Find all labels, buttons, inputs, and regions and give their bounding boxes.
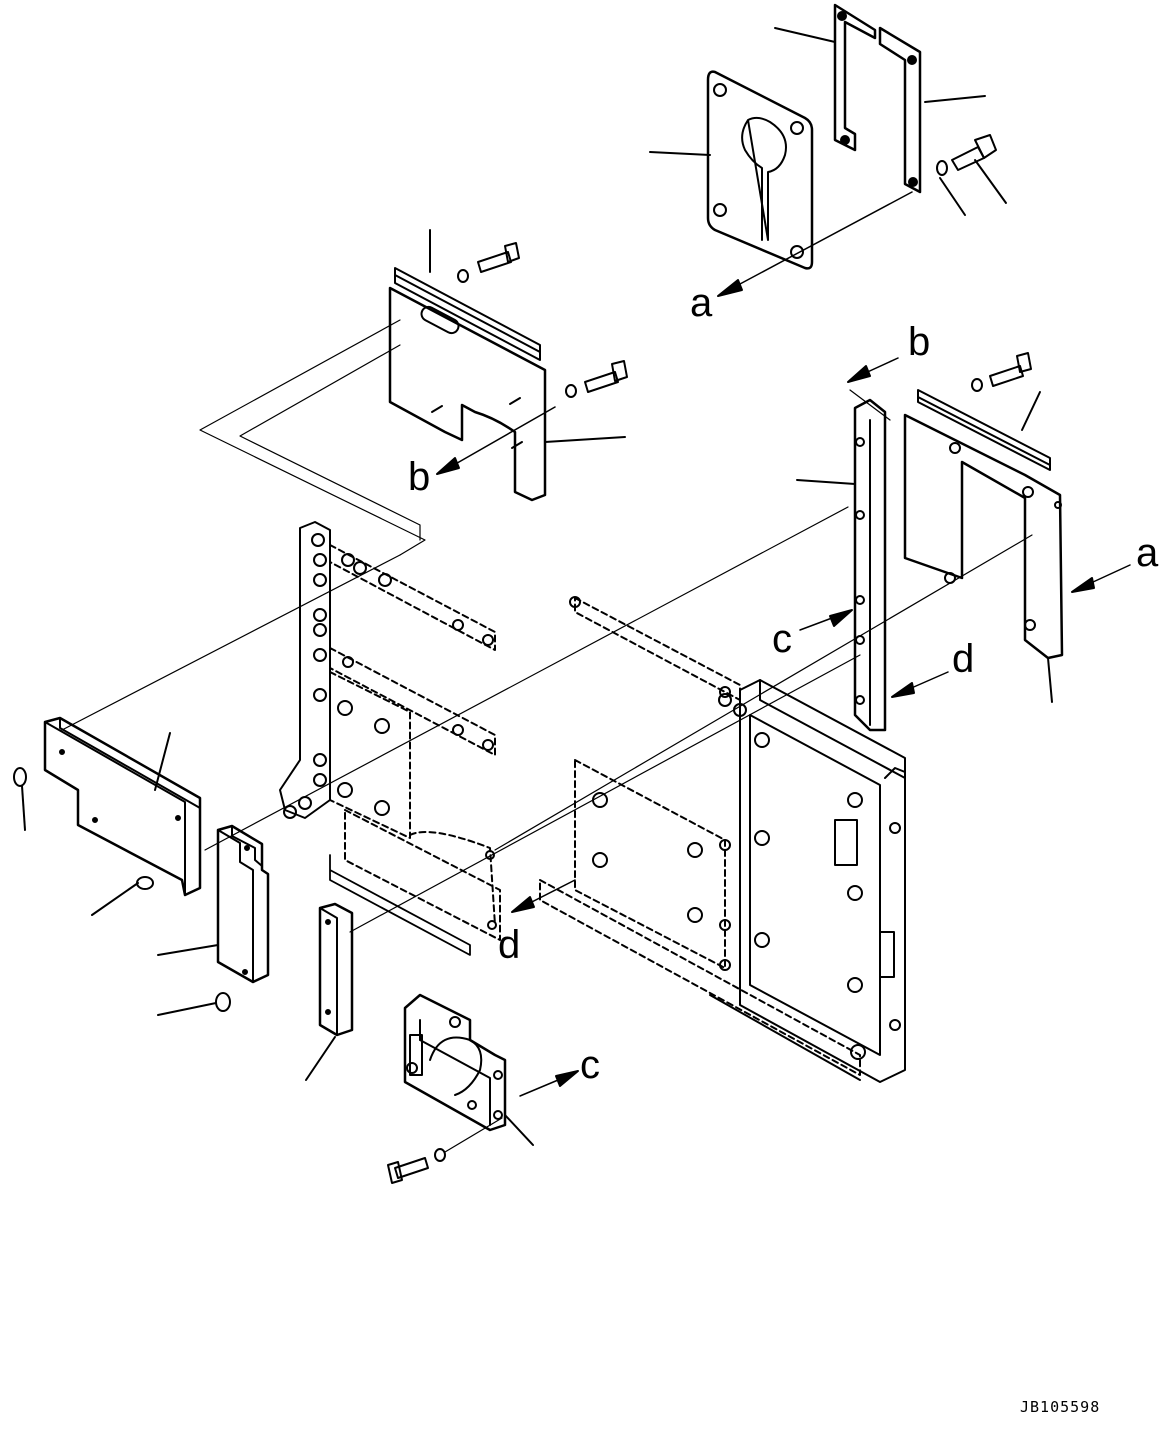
drawing-code: JB105598: [1020, 1398, 1100, 1416]
reference-lines: [61, 319, 1033, 933]
notched-pad-block: [216, 824, 270, 984]
callout-d-right: d: [952, 637, 974, 681]
small-pad-block: [318, 902, 354, 1037]
keyhole-cover-plate: [706, 70, 814, 270]
callout-c-bottom: c: [580, 1043, 600, 1087]
bolt-upper-left-1: [457, 242, 520, 283]
callout-a-right: a: [1136, 531, 1159, 575]
bolt-upper-left-2: [565, 360, 628, 398]
right-cover-plate: [903, 389, 1064, 660]
right-frame-panel: [739, 679, 906, 1083]
left-inner-panel: [329, 671, 501, 941]
callout-b-left: b: [408, 455, 430, 499]
callout-d-mid: d: [498, 923, 520, 967]
large-pad-block: [43, 716, 202, 897]
callout-a-top: a: [690, 281, 713, 325]
bolt-bottom: [387, 1148, 446, 1184]
cross-rail: [574, 597, 741, 701]
bolt-right: [971, 352, 1032, 392]
bolt-top-right: [936, 134, 997, 176]
callout-c-mid: c: [772, 617, 792, 661]
middle-panel: [539, 759, 861, 1076]
u-shaped-seal: [833, 3, 922, 194]
right-vertical-bar: [853, 398, 887, 732]
upper-rail: [329, 544, 496, 756]
clamp-bracket: [403, 993, 507, 1132]
left-frame-bracket: [279, 521, 331, 819]
callout-b-top: b: [908, 320, 930, 364]
upper-left-cover-plate: [388, 267, 547, 502]
